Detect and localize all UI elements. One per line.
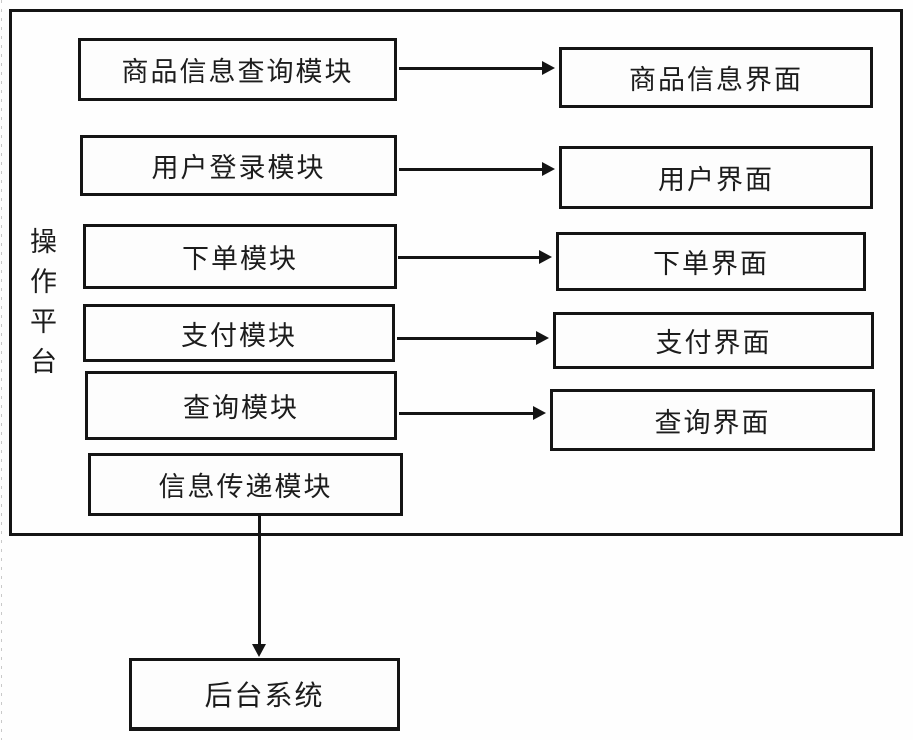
interface-label: 用户界面 <box>658 165 774 195</box>
interface-box-product-info: 商品信息界面 <box>559 47 873 108</box>
module-label: 信息传递模块 <box>158 472 333 502</box>
module-box-query: 查询模块 <box>85 371 397 440</box>
interface-box-order: 下单界面 <box>556 232 866 291</box>
backend-system-label: 后台系统 <box>204 680 325 711</box>
interface-label: 查询界面 <box>654 407 771 438</box>
arrow-head-icon <box>539 250 552 264</box>
arrow-head-icon <box>533 406 546 420</box>
module-box-payment: 支付模块 <box>83 304 395 362</box>
scan-artifact-line <box>1 0 2 740</box>
interface-box-payment: 支付界面 <box>553 312 874 369</box>
platform-container-box <box>9 9 903 536</box>
arrow-shaft <box>399 66 542 70</box>
arrow-shaft <box>257 516 261 644</box>
arrow-query-to-interface <box>399 406 546 420</box>
platform-label: 操作平台 <box>26 227 56 387</box>
arrow-info-transfer-to-backend <box>251 516 267 657</box>
arrow-head-icon <box>252 644 266 657</box>
interface-box-query: 查询界面 <box>550 389 875 451</box>
arrow-shaft <box>398 255 539 259</box>
interface-label: 下单界面 <box>653 249 769 279</box>
module-label: 商品信息查询模块 <box>121 57 354 87</box>
interface-label: 支付界面 <box>655 328 772 358</box>
arrow-shaft <box>399 411 533 415</box>
arrow-head-icon <box>536 331 549 345</box>
interface-box-user: 用户界面 <box>559 146 873 209</box>
arrow-head-icon <box>542 162 555 176</box>
module-label: 支付模块 <box>181 320 297 351</box>
module-box-info-transfer: 信息传递模块 <box>88 453 403 516</box>
backend-system-box: 后台系统 <box>129 658 400 731</box>
module-label: 下单模块 <box>182 244 298 274</box>
interface-label: 商品信息界面 <box>629 65 803 95</box>
arrow-product-info-query-to-interface <box>399 61 555 75</box>
module-box-order: 下单模块 <box>83 224 397 289</box>
arrow-user-login-to-interface <box>399 162 555 176</box>
module-box-user-login: 用户登录模块 <box>80 135 397 196</box>
module-box-product-info-query: 商品信息查询模块 <box>78 38 397 101</box>
arrow-shaft <box>399 167 542 171</box>
arrow-payment-to-interface <box>397 331 549 345</box>
module-label: 查询模块 <box>183 393 299 423</box>
module-label: 用户登录模块 <box>151 153 326 183</box>
arrow-head-icon <box>542 61 555 75</box>
arrow-order-to-interface <box>398 250 552 264</box>
arrow-shaft <box>397 336 536 340</box>
